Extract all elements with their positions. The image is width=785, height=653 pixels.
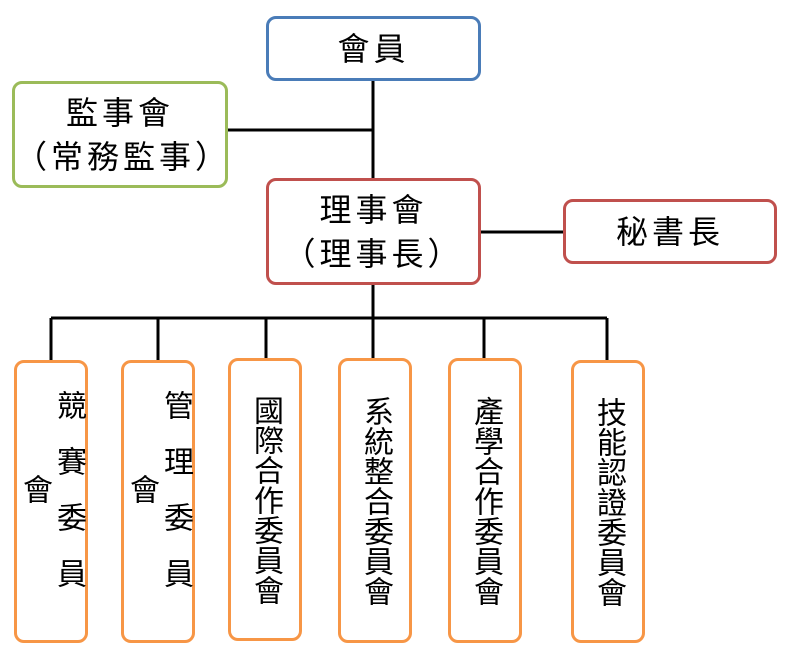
- committee-international: 國際合作委員會: [228, 358, 302, 641]
- committee-competition: 競賽委員會: [14, 360, 88, 643]
- supervisors-label: 監事會 （常務監事）: [15, 93, 232, 176]
- certification-label: 技能認證委員會: [591, 396, 626, 607]
- committee-management: 管理委員會: [121, 360, 195, 643]
- board-box: 理事會 （理事長）: [266, 178, 481, 285]
- committee-systems: 系統整合委員會: [338, 358, 412, 643]
- members-label: 會員: [337, 29, 410, 68]
- supervisors-box: 監事會 （常務監事）: [12, 81, 228, 188]
- committee-industry: 產學合作委員會: [448, 358, 522, 643]
- international-label: 國際合作委員會: [248, 394, 283, 605]
- secretary-label: 秘書長: [615, 212, 724, 251]
- committee-certification: 技能認證委員會: [571, 360, 645, 643]
- industry-label: 產學合作委員會: [468, 395, 503, 606]
- systems-label: 系統整合委員會: [358, 395, 393, 606]
- secretary-box: 秘書長: [563, 199, 777, 264]
- competition-label: 競賽委員會: [17, 389, 86, 614]
- management-label: 管理委員會: [124, 389, 193, 614]
- members-box: 會員: [266, 16, 481, 81]
- board-label: 理事會 （理事長）: [283, 190, 464, 273]
